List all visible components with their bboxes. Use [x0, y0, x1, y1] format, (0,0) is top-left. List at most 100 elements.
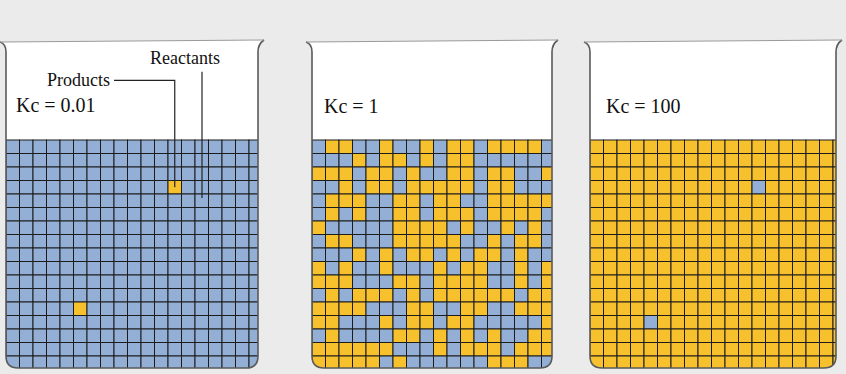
grid-cell: [6, 316, 20, 330]
grid-cell: [685, 181, 699, 195]
beaker-drawing: [306, 38, 560, 374]
grid-cell: [671, 289, 685, 303]
grid-cell: [461, 248, 475, 262]
grid-cell: [712, 181, 726, 195]
grid-cell: [393, 289, 407, 303]
grid-cell: [685, 289, 699, 303]
grid-cell: [698, 167, 712, 181]
grid-cell: [779, 140, 793, 154]
grid-cell: [114, 248, 128, 262]
grid-cell: [752, 167, 766, 181]
grid-cell: [739, 316, 753, 330]
grid-cell: [249, 154, 263, 168]
grid-cell: [474, 343, 488, 357]
grid-cell: [353, 316, 367, 330]
grid-cell: [236, 329, 250, 343]
grid-cell: [155, 248, 169, 262]
grid-cell: [752, 343, 766, 357]
grid-cell: [712, 302, 726, 316]
grid-cell: [182, 275, 196, 289]
grid-cell: [447, 275, 461, 289]
grid-cell: [380, 302, 394, 316]
grid-cell: [515, 262, 529, 276]
grid-cell: [60, 343, 74, 357]
grid-cell: [698, 343, 712, 357]
grid-cell: [739, 275, 753, 289]
grid-cell: [326, 140, 340, 154]
grid-cell: [155, 235, 169, 249]
grid-cell: [515, 140, 529, 154]
grid-cell: [698, 181, 712, 195]
grid-cell: [604, 181, 618, 195]
grid-cell: [339, 302, 353, 316]
grid-cell: [752, 275, 766, 289]
grid-cell: [195, 329, 209, 343]
grid-cell: [353, 235, 367, 249]
grid-cell: [20, 181, 34, 195]
grid-cell: [806, 343, 820, 357]
grid-cell: [617, 235, 631, 249]
leader-line: [201, 72, 202, 198]
grid-cell: [542, 248, 556, 262]
grid-cell: [33, 343, 47, 357]
grid-cell: [128, 343, 142, 357]
grid-cell: [182, 289, 196, 303]
grid-cell: [47, 316, 61, 330]
grid-cell: [222, 140, 236, 154]
grid-cell: [739, 235, 753, 249]
grid-cell: [101, 248, 115, 262]
grid-cell: [766, 194, 780, 208]
grid-cell: [833, 275, 846, 289]
grid-cell: [101, 316, 115, 330]
grid-cell: [474, 289, 488, 303]
grid-cell: [87, 181, 101, 195]
grid-cell: [101, 302, 115, 316]
grid-cell: [326, 289, 340, 303]
grid-cell: [101, 289, 115, 303]
grid-cell: [631, 316, 645, 330]
grid-cell: [195, 275, 209, 289]
grid-cell: [528, 329, 542, 343]
grid-cell: [47, 289, 61, 303]
grid-cell: [515, 302, 529, 316]
grid-cell: [101, 194, 115, 208]
grid-cell: [420, 154, 434, 168]
grid-cell: [658, 302, 672, 316]
grid-cell: [461, 302, 475, 316]
grid-cell: [33, 208, 47, 222]
grid-cell: [739, 289, 753, 303]
grid-cell: [793, 181, 807, 195]
grid-cell: [393, 343, 407, 357]
grid-cell: [366, 140, 380, 154]
grid-cell: [820, 235, 834, 249]
grid-cell: [6, 302, 20, 316]
grid-cell: [820, 154, 834, 168]
grid-cell: [488, 275, 502, 289]
grid-cell: [725, 235, 739, 249]
grid-cell: [407, 343, 421, 357]
grid-cell: [793, 275, 807, 289]
grid-cell: [501, 275, 515, 289]
grid-cell: [752, 262, 766, 276]
grid-cell: [128, 208, 142, 222]
grid-cell: [833, 302, 846, 316]
grid-cell: [209, 221, 223, 235]
grid-cell: [114, 262, 128, 276]
grid-cell: [820, 221, 834, 235]
grid-cell: [631, 154, 645, 168]
grid-cell: [671, 235, 685, 249]
grid-cell: [222, 154, 236, 168]
grid-cell: [698, 235, 712, 249]
grid-cell: [515, 208, 529, 222]
grid-cell: [366, 208, 380, 222]
grid-cell: [420, 167, 434, 181]
grid-cell: [501, 167, 515, 181]
grid-cell: [447, 316, 461, 330]
grid-cell: [434, 316, 448, 330]
grid-cell: [604, 167, 618, 181]
grid-cell: [407, 181, 421, 195]
grid-cell: [182, 316, 196, 330]
grid-cell: [434, 154, 448, 168]
grid-cell: [128, 154, 142, 168]
grid-cell: [542, 329, 556, 343]
